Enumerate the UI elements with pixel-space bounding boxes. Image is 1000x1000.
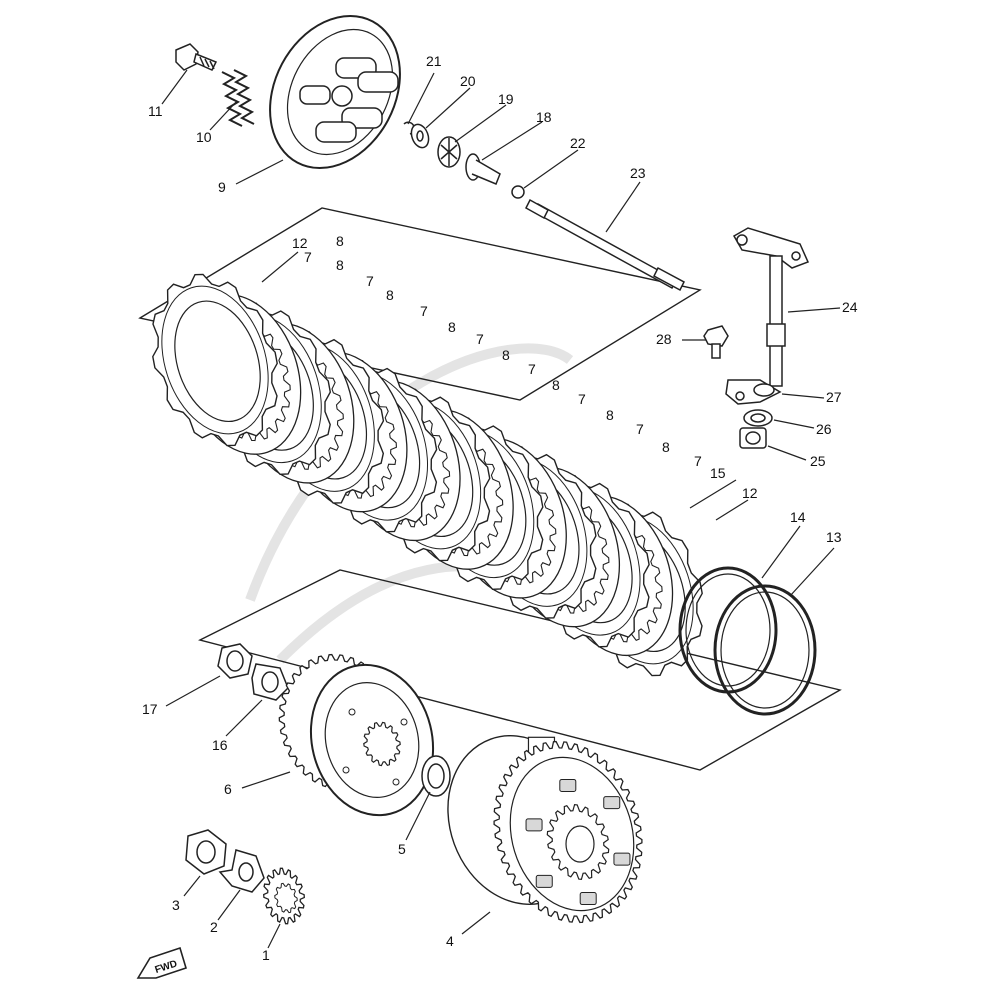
push-rod-parts (403, 121, 525, 199)
callout-11: 11 (148, 103, 163, 119)
push-rod-23 (525, 198, 685, 292)
callout-3: 3 (172, 897, 180, 913)
primary-drive-gear (263, 867, 305, 925)
callout-7: 7 (304, 249, 312, 265)
callout-2: 2 (210, 919, 218, 935)
primary-gear-parts (185, 829, 265, 893)
friction-plate (152, 273, 278, 447)
push-lever-shaft (732, 227, 810, 387)
callout-8: 8 (552, 377, 560, 393)
callout-15: 15 (710, 465, 726, 481)
callout-26: 26 (816, 421, 832, 437)
callout-7: 7 (366, 273, 374, 289)
callout-17: 17 (142, 701, 158, 717)
callout-27: 27 (826, 389, 842, 405)
hub-nut-parts (217, 643, 289, 701)
ball-22 (511, 185, 525, 199)
callout-8: 8 (448, 319, 456, 335)
callout-8: 8 (336, 233, 344, 249)
shaft-retainer-parts (703, 325, 782, 449)
thrust-washer (421, 755, 451, 797)
hub-frame (198, 569, 842, 771)
snap-rings (678, 566, 817, 716)
callout-7: 7 (578, 391, 586, 407)
callout-22: 22 (570, 135, 586, 151)
callout-24: 24 (842, 299, 858, 315)
callout-25: 25 (810, 453, 826, 469)
callout-8: 8 (386, 287, 394, 303)
callout-8: 8 (662, 439, 670, 455)
callout-7: 7 (476, 331, 484, 347)
pressure-plate (269, 14, 401, 170)
leader-lines (161, 69, 841, 949)
callout-14: 14 (790, 509, 806, 525)
callout-23: 23 (630, 165, 646, 181)
clutch-plate-stack (152, 273, 703, 677)
callout-6: 6 (224, 781, 232, 797)
callout-16: 16 (212, 737, 228, 753)
clutch-boss (278, 653, 435, 817)
spring (221, 69, 255, 127)
callout-4: 4 (446, 933, 454, 949)
fwd-arrow: FWD (136, 946, 187, 979)
clutch-housing (447, 735, 643, 924)
callout-7: 7 (528, 361, 536, 377)
callout-20: 20 (460, 73, 476, 89)
callout-21: 21 (426, 53, 442, 69)
callout-19: 19 (498, 91, 514, 107)
snap-ring-13 (713, 584, 817, 716)
callout-7: 7 (636, 421, 644, 437)
callout-18: 18 (536, 109, 552, 125)
callout-13: 13 (826, 529, 842, 545)
callout-7: 7 (420, 303, 428, 319)
callout-12: 12 (742, 485, 758, 501)
callout-8: 8 (606, 407, 614, 423)
callout-10: 10 (196, 129, 212, 145)
callout-8: 8 (502, 347, 510, 363)
bolt-28 (703, 325, 729, 347)
callout-labels: 1 2 3 4 5 6 7 7 7 7 7 7 7 7 8 8 8 8 8 8 … (142, 53, 858, 963)
callout-28: 28 (656, 331, 672, 347)
callout-7: 7 (694, 453, 702, 469)
callout-8: 8 (336, 257, 344, 273)
callout-9: 9 (218, 179, 226, 195)
callout-5: 5 (398, 841, 406, 857)
bolt (175, 43, 218, 71)
callout-1: 1 (262, 947, 270, 963)
callout-12: 12 (292, 235, 308, 251)
